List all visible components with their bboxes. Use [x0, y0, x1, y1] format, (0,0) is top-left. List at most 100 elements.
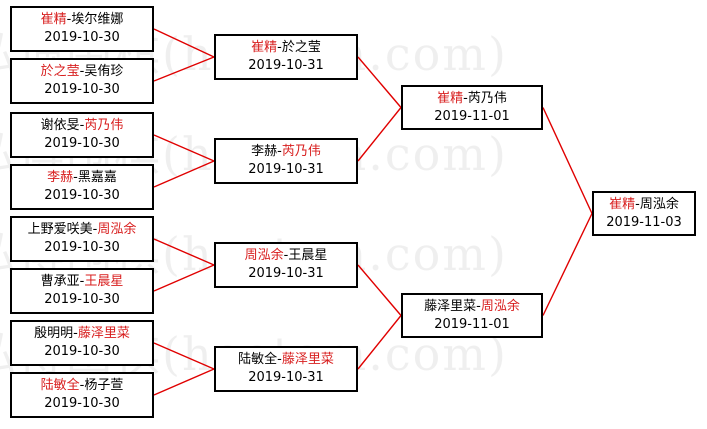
match-players: 谢依旻-芮乃伟	[12, 117, 152, 135]
bracket-connector	[153, 368, 215, 396]
separator-dash: -	[92, 222, 98, 237]
bracket-connector	[153, 264, 215, 292]
match-date: 2019-10-30	[44, 240, 120, 255]
match-date: 2019-10-30	[44, 30, 120, 45]
match-date: 2019-10-31	[248, 58, 324, 73]
player-name: 吴侑珍	[84, 64, 124, 79]
match-players: 曹承亚-王晨星	[12, 273, 152, 291]
winner-name: 藤泽里菜	[281, 352, 334, 367]
player-name: 王晨星	[288, 248, 328, 263]
bracket-connector	[357, 56, 402, 108]
winner-name: 李赫	[47, 170, 74, 185]
bracket-connector	[153, 134, 215, 162]
match-players: 李赫-芮乃伟	[216, 143, 356, 161]
separator-dash: -	[79, 64, 85, 79]
match-date: 2019-10-30	[44, 344, 120, 359]
match-date: 2019-10-31	[248, 266, 324, 281]
winner-name: 崔精	[40, 12, 67, 27]
match-players: 陆敏全-杨子萱	[12, 377, 152, 395]
match-players: 崔精-埃尔维娜	[12, 11, 152, 29]
separator-dash: -	[635, 197, 640, 212]
player-name: 杨子萱	[84, 378, 124, 393]
bracket-connector	[357, 107, 402, 162]
separator-dash: -	[277, 144, 282, 159]
match-players: 崔精-周泓余	[594, 196, 694, 214]
separator-dash: -	[79, 274, 85, 289]
separator-dash: -	[79, 118, 85, 133]
match-players: 於之莹-吴侑珍	[12, 63, 152, 81]
player-name: 於之莹	[281, 40, 321, 55]
bracket-connector	[153, 238, 215, 266]
separator-dash: -	[73, 326, 78, 341]
player-name: 殷明明	[34, 326, 74, 341]
bracket-connector	[153, 342, 215, 370]
separator-dash: -	[277, 352, 282, 367]
winner-name: 王晨星	[84, 274, 124, 289]
player-name: 曹承亚	[40, 274, 80, 289]
winner-name: 陆敏全	[40, 378, 80, 393]
player-name: 谢依旻	[40, 118, 80, 133]
bracket-connector	[542, 213, 593, 316]
bracket-connector	[153, 160, 215, 188]
winner-name: 芮乃伟	[84, 118, 124, 133]
separator-dash: -	[463, 91, 468, 106]
player-name: 上野爱咲美	[27, 222, 93, 237]
separator-dash: -	[476, 299, 481, 314]
match-players: 周泓余-王晨星	[216, 247, 356, 265]
match-date: 2019-10-31	[248, 370, 324, 385]
bracket-connector	[153, 56, 215, 82]
match-players: 上野爱咲美-周泓余	[12, 221, 152, 239]
separator-dash: -	[73, 170, 78, 185]
player-name: 芮乃伟	[467, 91, 507, 106]
separator-dash: -	[79, 378, 85, 393]
match-players: 崔精-芮乃伟	[403, 90, 541, 108]
winner-name: 崔精	[609, 197, 636, 212]
match-date: 2019-10-31	[248, 162, 324, 177]
winner-name: 芮乃伟	[281, 144, 321, 159]
bracket-connector	[542, 107, 593, 214]
match-players: 殷明明-藤泽里菜	[12, 325, 152, 343]
match-players: 李赫-黑嘉嘉	[12, 169, 152, 187]
match-date: 2019-10-30	[44, 82, 120, 97]
player-name: 埃尔维娜	[71, 12, 124, 27]
separator-dash: -	[66, 12, 72, 27]
winner-name: 周泓余	[244, 248, 284, 263]
separator-dash: -	[277, 40, 282, 55]
winner-name: 周泓余	[480, 299, 520, 314]
match-date: 2019-11-01	[434, 317, 510, 332]
match-players: 崔精-於之莹	[216, 39, 356, 57]
match-date: 2019-11-03	[606, 215, 682, 230]
player-name: 藤泽里菜	[424, 299, 477, 314]
match-date: 2019-10-30	[44, 136, 120, 151]
winner-name: 藤泽里菜	[77, 326, 130, 341]
match-players: 陆敏全-藤泽里菜	[216, 351, 356, 369]
winner-name: 於之莹	[40, 64, 80, 79]
match-players: 藤泽里菜-周泓余	[403, 298, 541, 316]
bracket-connector	[153, 28, 215, 58]
winner-name: 崔精	[437, 91, 464, 106]
winner-name: 周泓余	[97, 222, 137, 237]
winner-name: 崔精	[251, 40, 278, 55]
player-name: 黑嘉嘉	[77, 170, 117, 185]
player-name: 李赫	[251, 144, 278, 159]
player-name: 周泓余	[639, 197, 679, 212]
player-name: 陆敏全	[238, 352, 278, 367]
bracket-connector	[357, 315, 402, 370]
match-date: 2019-11-01	[434, 109, 510, 124]
